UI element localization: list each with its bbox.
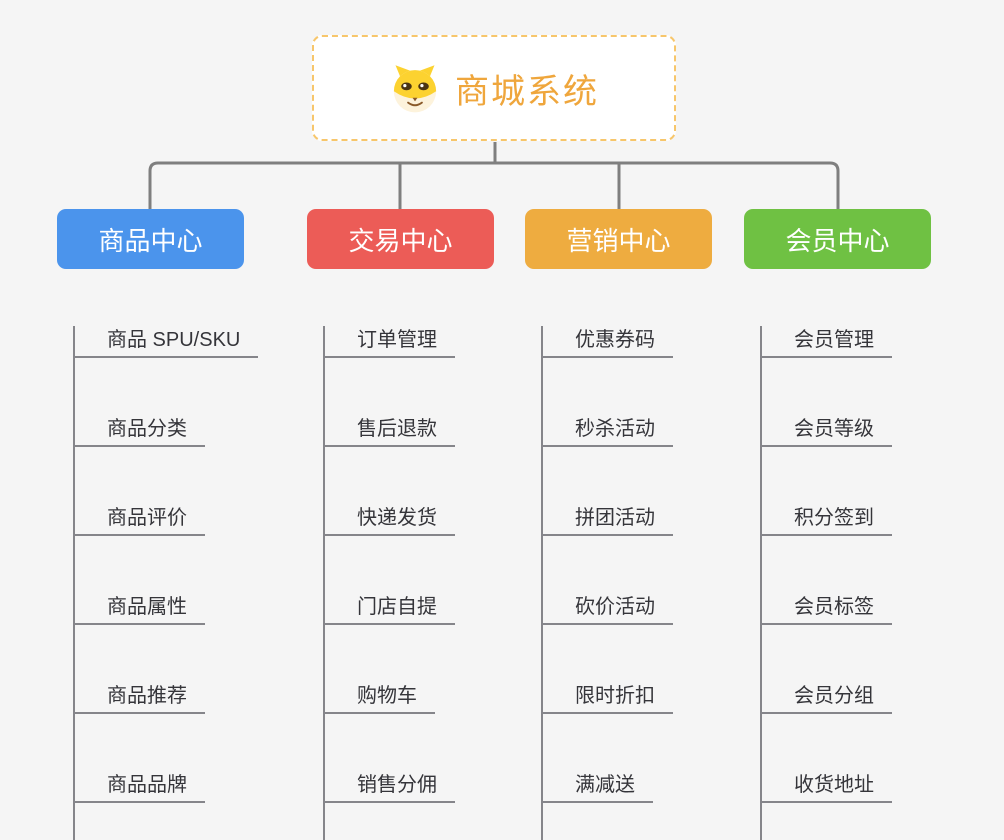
branch-items-members: 会员管理 会员等级 积分签到 会员标签 会员分组 收货地址	[760, 326, 931, 840]
leaf-node[interactable]: 商品推荐	[75, 682, 205, 714]
leaf-node[interactable]: 优惠券码	[543, 326, 673, 358]
leaf-node[interactable]: 会员分组	[762, 682, 892, 714]
branch-items-products: 商品 SPU/SKU 商品分类 商品评价 商品属性 商品推荐 商品品牌	[73, 326, 259, 840]
branch-rail-line	[148, 161, 840, 211]
leaf-node[interactable]: 商品品牌	[75, 771, 205, 803]
branch-header-products[interactable]: 商品中心	[57, 209, 244, 269]
doge-icon	[389, 62, 441, 114]
leaf-node[interactable]: 满减送	[543, 771, 653, 803]
leaf-node[interactable]: 会员等级	[762, 415, 892, 447]
leaf-node[interactable]: 售后退款	[325, 415, 455, 447]
leaf-node[interactable]: 商品分类	[75, 415, 205, 447]
leaf-node[interactable]: 砍价活动	[543, 593, 673, 625]
leaf-node[interactable]: 门店自提	[325, 593, 455, 625]
branch-header-members[interactable]: 会员中心	[744, 209, 931, 269]
leaf-node[interactable]: 收货地址	[762, 771, 892, 803]
branch-items-marketing: 优惠券码 秒杀活动 拼团活动 砍价活动 限时折扣 满减送	[541, 326, 712, 840]
leaf-node[interactable]: 商品属性	[75, 593, 205, 625]
leaf-node[interactable]: 商品评价	[75, 504, 205, 536]
branch-items-trade: 订单管理 售后退款 快递发货 门店自提 购物车 销售分佣	[323, 326, 494, 840]
leaf-node[interactable]: 秒杀活动	[543, 415, 673, 447]
leaf-node[interactable]: 积分签到	[762, 504, 892, 536]
leaf-node[interactable]: 会员标签	[762, 593, 892, 625]
leaf-node[interactable]: 销售分佣	[325, 771, 455, 803]
leaf-node[interactable]: 订单管理	[325, 326, 455, 358]
leaf-node[interactable]: 会员管理	[762, 326, 892, 358]
leaf-node[interactable]: 拼团活动	[543, 504, 673, 536]
branch-marketing: 营销中心 优惠券码 秒杀活动 拼团活动 砍价活动 限时折扣 满减送	[525, 209, 712, 840]
branch-products: 商品中心 商品 SPU/SKU 商品分类 商品评价 商品属性 商品推荐 商品品牌	[57, 209, 259, 840]
root-node[interactable]: 商城系统	[312, 35, 676, 141]
leaf-node[interactable]: 限时折扣	[543, 682, 673, 714]
leaf-node[interactable]: 购物车	[325, 682, 435, 714]
branch-header-trade[interactable]: 交易中心	[307, 209, 494, 269]
root-title: 商城系统	[455, 72, 599, 111]
branch-members: 会员中心 会员管理 会员等级 积分签到 会员标签 会员分组 收货地址	[744, 209, 931, 840]
branch-header-marketing[interactable]: 营销中心	[525, 209, 712, 269]
leaf-node[interactable]: 商品 SPU/SKU	[75, 326, 259, 358]
leaf-node[interactable]: 快递发货	[325, 504, 455, 536]
branch-trade: 交易中心 订单管理 售后退款 快递发货 门店自提 购物车 销售分佣	[307, 209, 494, 840]
